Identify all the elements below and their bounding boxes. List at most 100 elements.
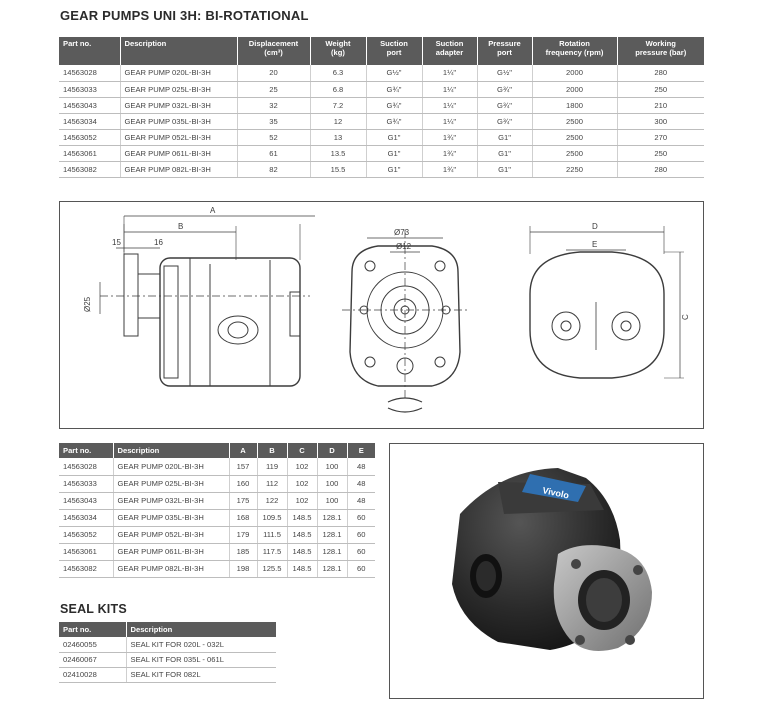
- dim-label-dia12: Ø12: [396, 242, 412, 251]
- dim-label-dia25: Ø25: [83, 296, 92, 312]
- dim-table-cell: 198: [229, 560, 258, 578]
- dim-table-cell: GEAR PUMP 035L-BI-3H: [113, 509, 230, 527]
- dim-table-cell: 148.5: [287, 526, 318, 544]
- dim-table-cell: GEAR PUMP 025L-BI-3H: [113, 475, 230, 493]
- spec-table-cell: 14563028: [59, 65, 121, 82]
- dim-label-16: 16: [154, 238, 163, 247]
- dim-table-cell: 179: [229, 526, 258, 544]
- seal-kits-table-header-row: Part no.Description: [59, 622, 276, 637]
- dim-table-cell: 60: [347, 509, 375, 527]
- dim-table-header-5: D: [317, 443, 348, 458]
- dim-table-header-4: C: [287, 443, 318, 458]
- dim-label-15: 15: [112, 238, 121, 247]
- spec-table-header-2-line-1: (cm³): [264, 48, 283, 57]
- spec-table-header-4-line-0: Suction: [380, 39, 408, 48]
- spec-table-cell: 2500: [532, 145, 618, 162]
- dim-table-cell: 14563034: [59, 509, 114, 527]
- dim-table-cell: 148.5: [287, 543, 318, 561]
- dim-label-b: B: [178, 222, 183, 231]
- spec-table-cell: 270: [617, 129, 704, 146]
- spec-table-cell: 1¼": [422, 113, 478, 130]
- spec-table-cell: G1": [477, 161, 533, 178]
- dim-table-cell: 14563043: [59, 492, 114, 510]
- dim-table-cell: 60: [347, 526, 375, 544]
- spec-table-cell: 14563034: [59, 113, 121, 130]
- spec-table-cell: 1¼": [422, 65, 478, 82]
- dim-label-d: D: [592, 222, 598, 231]
- dim-table-cell: 102: [287, 475, 318, 493]
- dim-table-cell: 160: [229, 475, 258, 493]
- dim-table-cell: GEAR PUMP 082L-BI-3H: [113, 560, 230, 578]
- spec-table-cell: 6.8: [310, 81, 367, 98]
- spec-table-cell: 14563052: [59, 129, 121, 146]
- spec-table-header-5-line-1: adapter: [435, 48, 464, 57]
- dim-table-cell: GEAR PUMP 020L-BI-3H: [113, 458, 230, 476]
- spec-table-cell: GEAR PUMP 035L-BI-3H: [120, 113, 238, 130]
- dim-table-cell: 168: [229, 509, 258, 527]
- spec-table-cell: 1¼": [422, 81, 478, 98]
- dim-table-cell: 100: [317, 458, 348, 476]
- spec-table-cell: G1": [477, 129, 533, 146]
- dim-table-header-0: Part no.: [59, 443, 114, 458]
- spec-table-cell: 280: [617, 65, 704, 82]
- spec-table-cell: G¾": [477, 113, 533, 130]
- dim-table-cell: GEAR PUMP 052L-BI-3H: [113, 526, 230, 544]
- dim-table-header-3: B: [257, 443, 288, 458]
- seal-table-cell: 02460067: [59, 652, 127, 668]
- dim-table-cell: 14563033: [59, 475, 114, 493]
- seal-table-cell: SEAL KIT FOR 020L - 032L: [126, 637, 276, 653]
- dim-table-cell: GEAR PUMP 032L-BI-3H: [113, 492, 230, 510]
- spec-table-cell: GEAR PUMP 052L-BI-3H: [120, 129, 238, 146]
- seal-table-cell: 02410028: [59, 667, 127, 683]
- spec-table-header-2: Displacement(cm³): [237, 37, 311, 65]
- dim-label-dia73: Ø73: [394, 228, 410, 237]
- technical-drawing: A B 15 16 Ø25 Ø73 Ø12 D E C: [83, 206, 690, 413]
- spec-table-header-8-line-1: pressure (bar): [635, 48, 687, 57]
- spec-table-cell: G½": [477, 65, 533, 82]
- dim-table-cell: 100: [317, 475, 348, 493]
- spec-table-cell: 2000: [532, 81, 618, 98]
- dim-table-cell: 117.5: [257, 543, 288, 561]
- front-view: [342, 230, 470, 413]
- seal-table-cell: 02460055: [59, 637, 127, 653]
- dim-table-cell: 14563061: [59, 543, 114, 561]
- spec-table-header-1-line-0: Description: [124, 39, 167, 48]
- spec-table-header-3-line-0: Weight: [325, 39, 351, 48]
- dim-table-cell: 100: [317, 492, 348, 510]
- spec-table-header-6-line-1: port: [497, 48, 512, 57]
- spec-table-cell: G¾": [477, 81, 533, 98]
- spec-table-header-7-line-0: Rotation: [559, 39, 590, 48]
- dim-label-a: A: [210, 206, 216, 215]
- dim-table-cell: 102: [287, 492, 318, 510]
- spec-table-cell: G¾": [366, 97, 423, 114]
- spec-table-cell: 1800: [532, 97, 618, 114]
- spec-table-cell: 210: [617, 97, 704, 114]
- dim-table-cell: 14563052: [59, 526, 114, 544]
- dim-table-cell: 14563028: [59, 458, 114, 476]
- seal-table-header-1: Description: [126, 622, 276, 637]
- brand-label: [522, 474, 586, 502]
- spec-table-cell: 250: [617, 145, 704, 162]
- dim-table-cell: 128.1: [317, 509, 348, 527]
- dim-table-cell: GEAR PUMP 061L-BI-3H: [113, 543, 230, 561]
- spec-table-cell: 300: [617, 113, 704, 130]
- spec-table-header-3-line-1: (kg): [331, 48, 345, 57]
- spec-table-cell: G¾": [477, 97, 533, 114]
- spec-table-cell: 2500: [532, 129, 618, 146]
- dim-table-cell: 48: [347, 492, 375, 510]
